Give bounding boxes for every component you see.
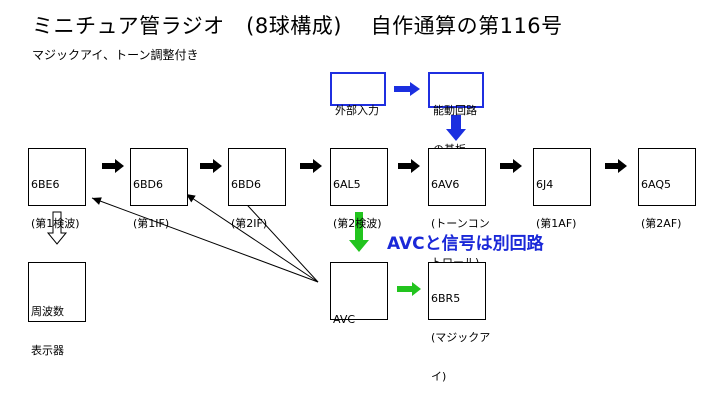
arrow-6be6-to-frequency-display bbox=[46, 211, 68, 245]
arrow-6bd6-2if-to-6al5 bbox=[300, 159, 322, 173]
avc-feedback-to-6bd6-2if bbox=[237, 194, 319, 283]
arrow-6j4-to-6aq5 bbox=[605, 159, 627, 173]
external-input-box: 外部入力 bbox=[330, 72, 386, 117]
arrow-6al5-to-avc bbox=[349, 212, 369, 252]
arrow-6al5-to-6av6 bbox=[398, 159, 420, 173]
active-circuit-board-label-1: 能動回路 bbox=[433, 104, 477, 117]
tube-6bd6-2if-name: 6BD6 bbox=[231, 178, 262, 191]
magic-eye-6br5-role-2: イ) bbox=[431, 370, 447, 383]
tube-6aq5-role: (第2AF) bbox=[641, 217, 682, 230]
external-input-label: 外部入力 bbox=[335, 104, 379, 117]
external-input-to-board-arrow bbox=[394, 82, 420, 96]
tube-6av6-role-1: (トーンコン bbox=[431, 217, 490, 230]
avc-feedback-to-6bd6-1if-head bbox=[186, 194, 196, 203]
frequency-display-label-2: 表示器 bbox=[31, 344, 64, 357]
tube-6av6-box: 6AV6 (トーンコン トロール) bbox=[428, 148, 490, 269]
tube-6aq5-name: 6AQ5 bbox=[641, 178, 671, 191]
tube-6bd6-1if-name: 6BD6 bbox=[133, 178, 164, 191]
tube-6aq5-box: 6AQ5 (第2AF) bbox=[638, 148, 696, 230]
tube-6al5-box: 6AL5 (第2検波) bbox=[330, 148, 388, 230]
arrow-6bd6-1if-to-6bd6-2if bbox=[200, 159, 222, 173]
tube-6bd6-2if-role: (第2IF) bbox=[231, 217, 268, 230]
tube-6j4-role: (第1AF) bbox=[536, 217, 577, 230]
avc-label: AVC bbox=[333, 313, 356, 326]
avc-feedback-to-6be6 bbox=[91, 197, 319, 283]
tube-6be6-box: 6BE6 (第1検波) bbox=[28, 148, 86, 230]
avc-box: AVC bbox=[330, 262, 388, 326]
tube-6be6-role: (第1検波) bbox=[31, 217, 80, 230]
tube-6al5-name: 6AL5 bbox=[333, 178, 361, 191]
tube-6be6-name: 6BE6 bbox=[31, 178, 60, 191]
avc-feedback-to-6bd6-1if bbox=[185, 193, 319, 283]
tube-6bd6-1if-role: (第1IF) bbox=[133, 217, 170, 230]
arrow-avc-to-6br5 bbox=[397, 282, 421, 296]
avc-feedback-to-6be6-head bbox=[92, 197, 102, 205]
frequency-display-box: 周波数 表示器 bbox=[28, 262, 86, 357]
tube-6j4-name: 6J4 bbox=[536, 178, 554, 191]
tube-6bd6-2if-box: 6BD6 (第2IF) bbox=[228, 148, 286, 230]
avc-separate-circuit-note: AVCと信号は別回路 bbox=[387, 234, 544, 254]
magic-eye-6br5-box: 6BR5 (マジックア イ) bbox=[428, 262, 490, 383]
arrow-6av6-to-6j4 bbox=[500, 159, 522, 173]
tube-6av6-name: 6AV6 bbox=[431, 178, 460, 191]
tube-6al5-role: (第2検波) bbox=[333, 217, 382, 230]
magic-eye-6br5-role-1: (マジックア bbox=[431, 331, 491, 344]
magic-eye-6br5-name: 6BR5 bbox=[431, 292, 461, 305]
page-title: ミニチュア管ラジオ (8球構成) 自作通算の第116号 bbox=[32, 14, 563, 38]
tube-6j4-box: 6J4 (第1AF) bbox=[533, 148, 591, 230]
active-circuit-board-box: 能動回路 の基板 bbox=[428, 72, 484, 156]
page-subtitle: マジックアイ、トーン調整付き bbox=[32, 48, 199, 62]
frequency-display-label-1: 周波数 bbox=[31, 305, 64, 318]
board-to-6av6-arrow bbox=[446, 115, 466, 141]
arrow-6be6-to-6bd6-1if bbox=[102, 159, 124, 173]
tube-6bd6-1if-box: 6BD6 (第1IF) bbox=[130, 148, 188, 230]
